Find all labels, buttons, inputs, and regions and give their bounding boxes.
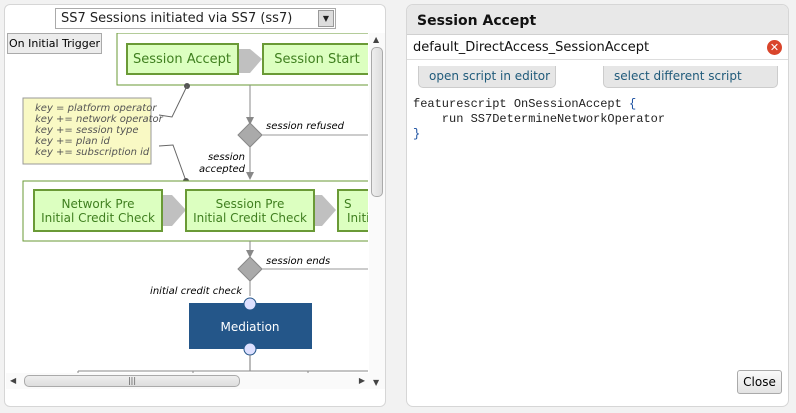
edge-label: initial credit check <box>150 286 243 297</box>
flow-selector[interactable]: SS7 Sessions initiated via SS7 (ss7) ▼ <box>55 8 336 29</box>
edge-label: session refused <box>266 121 345 132</box>
node-network-pre-initial-credit-check[interactable] <box>33 189 163 232</box>
edge-label: accepted <box>199 164 246 175</box>
node-label: Initial Credit Check <box>41 211 155 225</box>
on-initial-trigger-button[interactable]: On Initial Trigger <box>7 33 102 54</box>
panel-title: Session Accept <box>407 5 788 35</box>
horizontal-scrollbar[interactable]: ◀|||▶ <box>6 373 369 389</box>
open-script-in-editor-button[interactable]: open script in editor <box>418 66 556 88</box>
script-name: default_DirectAccess_SessionAccept <box>413 40 650 55</box>
note-line: key += session type <box>35 125 139 136</box>
code-brace: } <box>413 127 421 141</box>
node-label: Session Pre <box>216 197 285 211</box>
decision-diamond <box>237 122 263 148</box>
script-panel: Session Accept default_DirectAccess_Sess… <box>406 4 789 407</box>
note-line: key += plan id <box>35 136 111 147</box>
code-brace: { <box>629 97 637 111</box>
diagram-canvas: Session Accept Session Start key = platf… <box>6 33 368 373</box>
note-line: key += subscription id <box>35 147 150 158</box>
chevron-down-icon[interactable]: ▼ <box>318 10 334 27</box>
select-different-script-button[interactable]: select different script <box>603 66 778 88</box>
node-session-start[interactable] <box>262 43 368 75</box>
node-label: S <box>344 197 352 211</box>
flow-selector-value: SS7 Sessions initiated via SS7 (ss7) <box>61 11 293 26</box>
node-label: Session Accept <box>133 52 231 67</box>
node-label: Mediation <box>220 320 279 334</box>
node-session-accept[interactable] <box>126 43 239 75</box>
arrow-connector <box>238 49 262 73</box>
horizontal-scroll-thumb[interactable]: ||| <box>24 375 240 387</box>
note-line: key += network operator <box>35 114 164 125</box>
connector-port[interactable] <box>243 342 257 356</box>
node-label: Network Pre <box>62 197 135 211</box>
node-label: Initial Credit Check <box>193 211 307 225</box>
node-mediation[interactable] <box>189 303 312 349</box>
code-line: featurescript OnSessionAccept <box>413 97 630 111</box>
node-label: Session Start <box>274 52 360 67</box>
note-line: key = platform operator <box>35 103 157 114</box>
connector-port[interactable] <box>243 297 257 311</box>
node-partial[interactable] <box>337 189 368 232</box>
flow-diagram: Session Accept Session Start key = platf… <box>22 33 368 373</box>
remove-script-icon[interactable]: ✕ <box>767 40 782 55</box>
vertical-scrollbar[interactable]: ▲▼ <box>369 33 385 389</box>
node-label: Initi <box>347 211 368 225</box>
vertical-scroll-thumb[interactable] <box>371 47 383 197</box>
close-button[interactable]: Close <box>737 370 782 394</box>
node-session-pre-initial-credit-check[interactable] <box>185 189 315 232</box>
edge-label: session ends <box>266 256 330 267</box>
code-line: run SS7DetermineNetworkOperator <box>413 112 666 126</box>
key-note <box>22 97 152 165</box>
script-code: featurescript OnSessionAccept { run SS7D… <box>413 97 665 142</box>
edge-label: session <box>208 152 245 163</box>
decision-diamond <box>237 256 263 282</box>
